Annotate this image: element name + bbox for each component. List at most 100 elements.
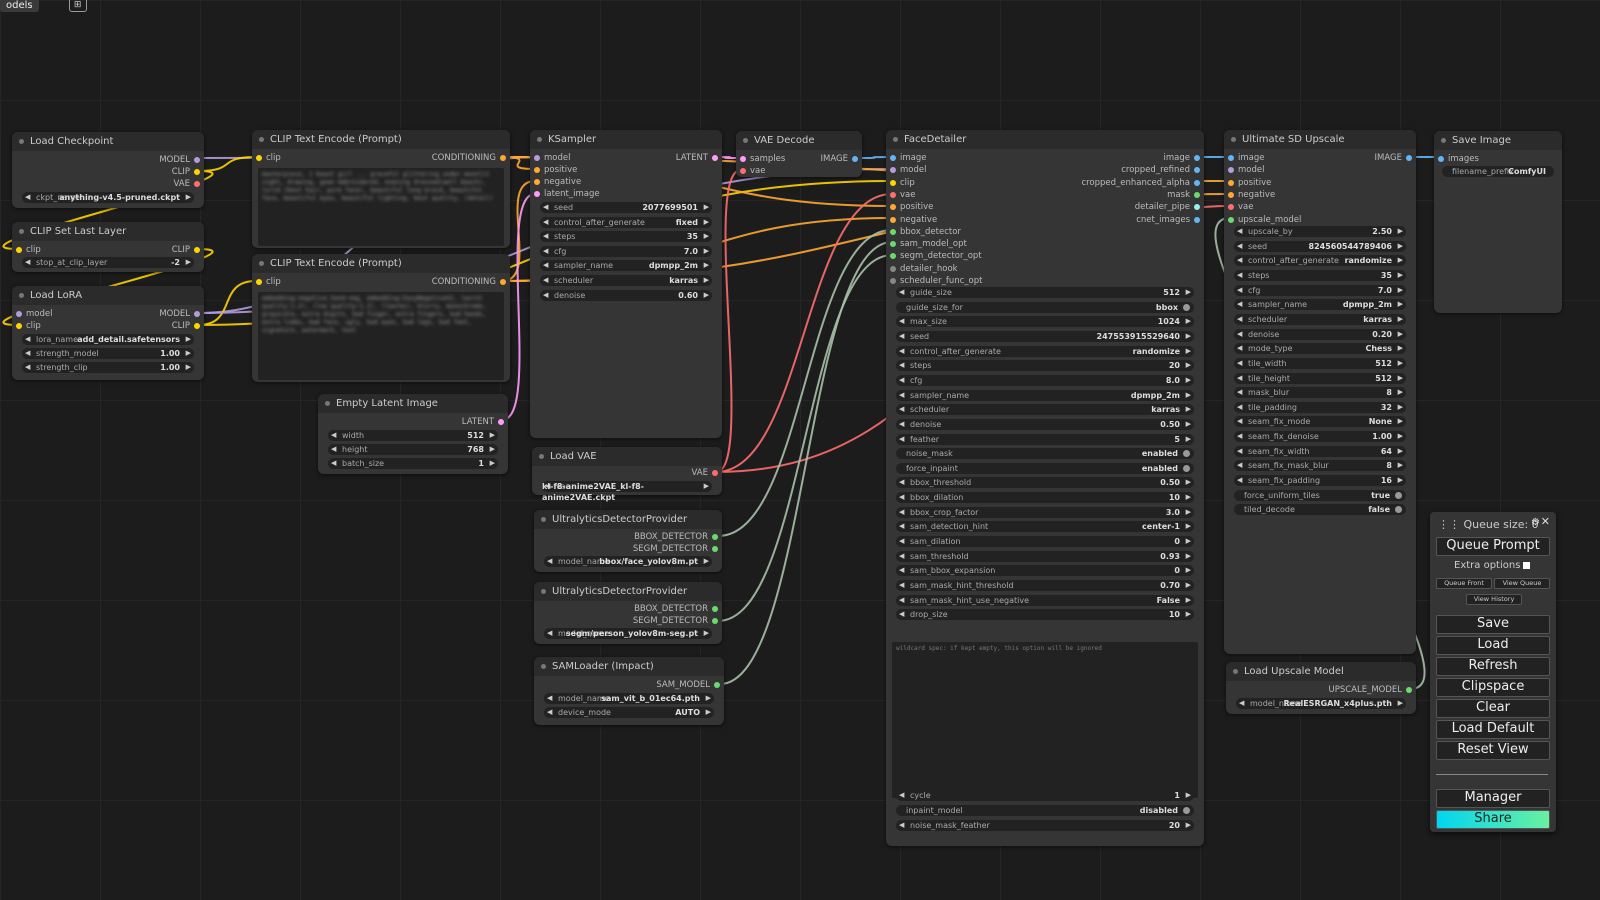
models-tab[interactable]: odels (0, 0, 39, 12)
input-positive[interactable]: positive (530, 164, 722, 176)
output-segm-detector[interactable]: SEGM_DETECTOR (534, 543, 722, 555)
node-title[interactable]: CLIP Text Encode (Prompt) (252, 254, 510, 273)
output-upscale-model[interactable]: UPSCALE_MODEL (1226, 684, 1416, 696)
node-title[interactable]: FaceDetailer (886, 130, 1204, 149)
output-cropped-enhanced-alpha[interactable]: cropped_enhanced_alpha (886, 177, 1204, 189)
output-clip[interactable]: CLIP (12, 166, 204, 178)
output-cropped-refined[interactable]: cropped_refined (886, 164, 1204, 176)
output-vae[interactable]: VAE (12, 178, 204, 190)
input-clip[interactable]: clip (886, 177, 1204, 189)
reset-view-button[interactable]: Reset View (1436, 741, 1550, 760)
input-scheduler-func-opt[interactable]: scheduler_func_opt (886, 275, 1204, 287)
load-button[interactable]: Load (1436, 636, 1550, 655)
node-title[interactable]: UltralyticsDetectorProvider (534, 510, 722, 529)
prompt-textarea[interactable]: masterpiece, 1 beaut girl ... graceful g… (258, 168, 504, 246)
extra-options-checkbox[interactable] (1523, 561, 1531, 569)
input-image[interactable]: image (1224, 152, 1416, 164)
input-positive[interactable]: positive (886, 201, 1204, 213)
output-bbox-detector[interactable]: BBOX_DETECTOR (534, 603, 722, 615)
node-title[interactable]: SAMLoader (Impact) (534, 657, 724, 676)
node-title[interactable]: UltralyticsDetectorProvider (534, 582, 722, 601)
node-samloader[interactable]: SAMLoader (Impact) SAM_MODEL model_names… (534, 657, 724, 725)
output-vae[interactable]: VAE (532, 467, 722, 479)
node-load-lora[interactable]: Load LoRA model MODEL clip CLIP lora_nam… (12, 286, 204, 380)
input-detailer-hook[interactable]: detailer_hook (886, 263, 1204, 275)
refresh-button[interactable]: Refresh (1436, 657, 1550, 676)
input-clip[interactable]: clip (12, 320, 204, 332)
input-upscale-model[interactable]: upscale_model (1224, 214, 1416, 226)
save-button[interactable]: Save (1436, 615, 1550, 634)
widget-stop-at-clip-layer[interactable]: stop_at_clip_layer-2 (22, 257, 194, 268)
prompt-textarea[interactable]: embedding:negative_hand-neg, embedding:E… (258, 292, 504, 380)
node-title[interactable]: Load Checkpoint (12, 132, 204, 151)
output-image[interactable]: image (886, 152, 1204, 164)
output-model[interactable]: MODEL (12, 154, 204, 166)
input-model[interactable]: model (530, 152, 722, 164)
gear-icon[interactable]: ⚙ (1531, 517, 1540, 528)
input-model[interactable]: model (12, 308, 204, 320)
output-detailer-pipe[interactable]: detailer_pipe (886, 201, 1204, 213)
node-title[interactable]: Load LoRA (12, 286, 204, 305)
extra-options[interactable]: Extra options (1454, 560, 1531, 571)
widget-upscale-by[interactable]: upscale_by2.50 (1234, 226, 1406, 237)
node-load-vae[interactable]: Load VAE VAE vaekl-f8-anime2VAE_kl-f8-an… (532, 447, 722, 502)
node-title[interactable]: Ultimate SD Upscale (1224, 130, 1416, 149)
input-vae[interactable]: vae (1224, 201, 1416, 213)
close-icon[interactable]: ✕ (1540, 515, 1550, 528)
node-title[interactable]: Load VAE (532, 447, 722, 466)
input-latent-image[interactable]: latent_image (530, 188, 722, 200)
node-title[interactable]: Save Image (1434, 131, 1562, 150)
clipspace-button[interactable]: Clipspace (1436, 678, 1550, 697)
view-history-button[interactable]: View History (1466, 594, 1522, 605)
node-clip-text-encode-negative[interactable]: CLIP Text Encode (Prompt) clip CONDITION… (252, 254, 510, 382)
output-clip[interactable]: CLIP (130, 320, 204, 332)
input-negative[interactable]: negative (886, 214, 1204, 226)
node-title[interactable]: Empty Latent Image (318, 394, 508, 413)
load-default-button[interactable]: Load Default (1436, 720, 1550, 739)
